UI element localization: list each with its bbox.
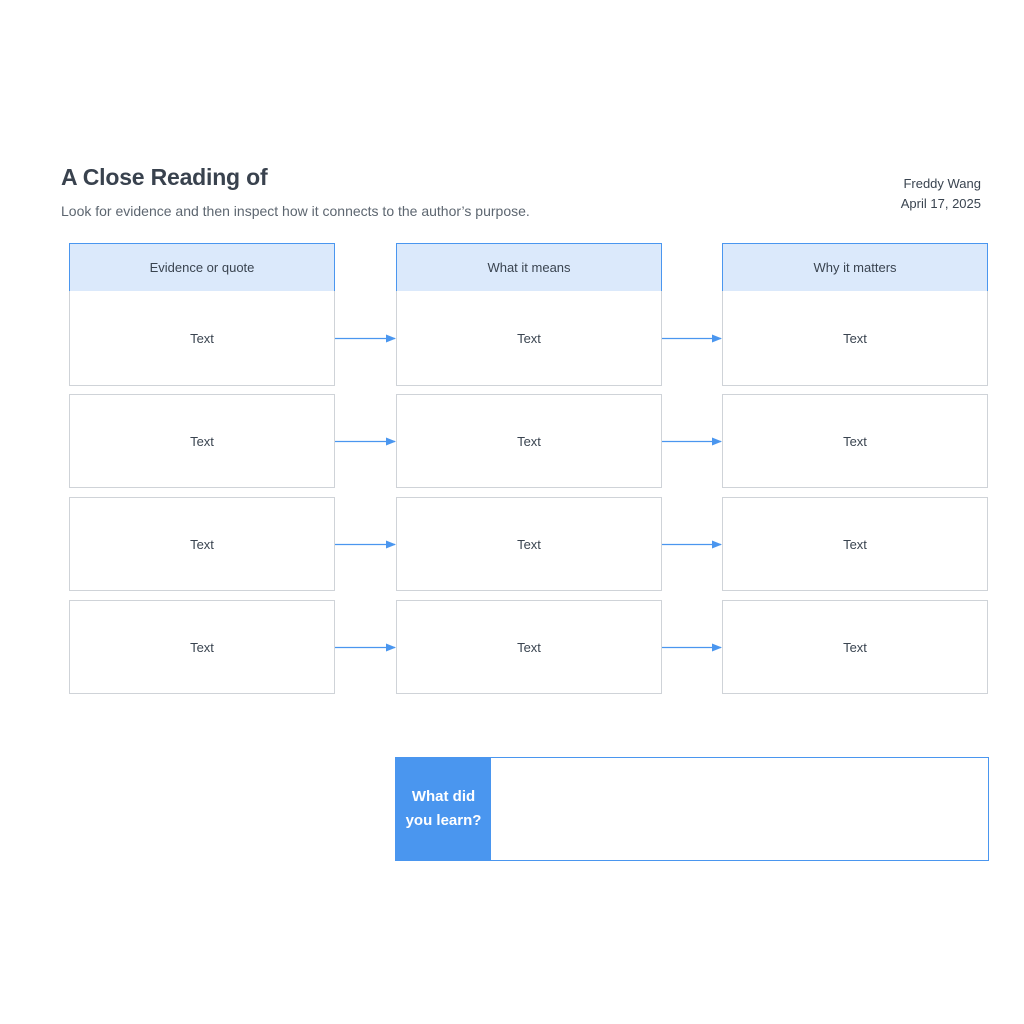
reflection-box: What did you learn? [395,757,989,861]
reflection-answer-area[interactable] [491,758,988,860]
importance-cell[interactable]: Text [722,291,988,386]
importance-cell[interactable]: Text [722,600,988,694]
importance-cell[interactable]: Text [722,394,988,488]
meaning-cell[interactable]: Text [396,291,662,386]
column-header-importance: Why it matters [722,243,988,292]
column-header-evidence: Evidence or quote [69,243,335,292]
author-name: Freddy Wang [903,176,981,191]
evidence-cell[interactable]: Text [69,394,335,488]
reflection-label: What did you learn? [396,758,491,860]
evidence-cell[interactable]: Text [69,497,335,591]
evidence-cell[interactable]: Text [69,291,335,386]
importance-cell[interactable]: Text [722,497,988,591]
meaning-cell[interactable]: Text [396,497,662,591]
document-date: April 17, 2025 [900,196,981,211]
author-meta: Freddy Wang April 17, 2025 [901,174,981,214]
page-subtitle: Look for evidence and then inspect how i… [61,203,530,219]
evidence-cell[interactable]: Text [69,600,335,694]
meaning-cell[interactable]: Text [396,394,662,488]
meaning-cell[interactable]: Text [396,600,662,694]
column-header-meaning: What it means [396,243,662,292]
page-title: A Close Reading of [61,164,268,190]
